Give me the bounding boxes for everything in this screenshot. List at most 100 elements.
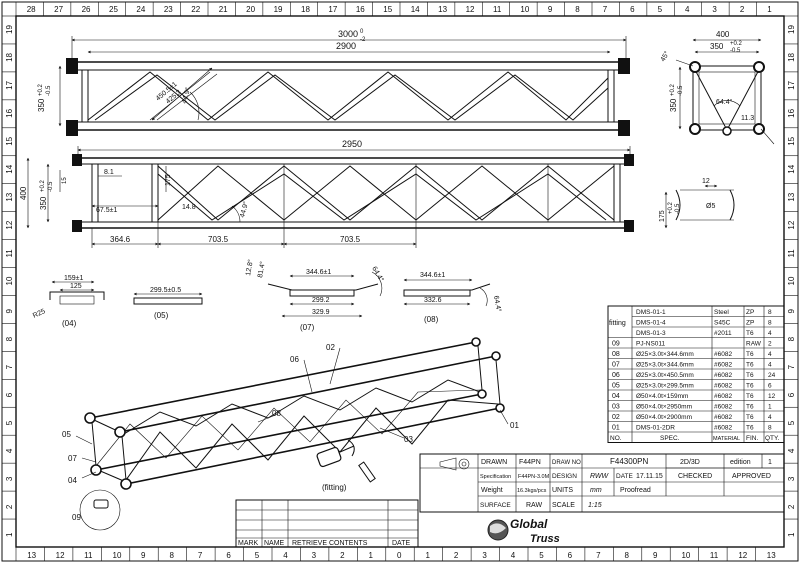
bom-qty: 8 <box>768 425 772 432</box>
front-angle: 44.9° <box>180 86 192 104</box>
p04-top: 159±1 <box>64 275 84 282</box>
section-inner-tol-lower: -0.5 <box>730 48 741 54</box>
bom-group-label: fitting <box>609 320 626 327</box>
top-height-inner: 350 <box>39 196 48 210</box>
front-height-tol-upper: +0.2 <box>38 83 44 96</box>
rev-date: DATE <box>392 540 410 547</box>
frame-top-number: 13 <box>438 5 447 14</box>
bom-spec: DMS-01-3 <box>636 330 666 337</box>
bom-material: #6082 <box>714 425 732 432</box>
bom-qty: 4 <box>768 351 772 358</box>
bom-material: Steel <box>714 309 729 316</box>
projection-symbol-icon <box>439 457 457 471</box>
frame-top-number: 24 <box>136 5 145 14</box>
tb-weight-label: Weight <box>481 487 503 494</box>
top-right-dim: 175 <box>659 210 666 222</box>
frame-right-number: 12 <box>787 220 796 229</box>
tube-length: 12 <box>702 178 710 185</box>
frame-top-number: 7 <box>603 5 608 14</box>
frame-top-number: 12 <box>466 5 475 14</box>
tb-surface-label: SURFACE <box>480 502 511 509</box>
tb-spec-value: F44PN-3.0M <box>518 474 550 480</box>
frame-bottom-number: 7 <box>198 551 203 560</box>
bom-spec: DMS-01-4 <box>636 320 666 327</box>
frame-left-number: 5 <box>5 420 14 425</box>
top-height-outer: 400 <box>19 186 28 200</box>
top-dim-8-1: 8.1 <box>104 169 114 176</box>
frame-right-number: 1 <box>787 532 796 537</box>
frame-top-number: 8 <box>575 5 580 14</box>
bom-material: S45C <box>714 320 731 327</box>
callout-05: 05 <box>62 430 71 439</box>
bom-qty: 4 <box>768 330 772 337</box>
frame-left-number: 11 <box>5 249 14 258</box>
tb-checked-label: CHECKED <box>678 473 712 480</box>
frame-right-number: 17 <box>787 80 796 89</box>
frame-bottom-number: 0 <box>397 551 402 560</box>
part-04: 159±1 125 R25 (04) <box>32 275 105 328</box>
tb-scale-label: SCALE <box>552 502 575 509</box>
p05-label: (05) <box>154 311 169 320</box>
frame-right-number: 11 <box>787 249 796 258</box>
frame-bottom-number: 13 <box>27 551 36 560</box>
top-view: 2950 400 350 +0.2 -0.5 15 8.1 175 67.5±1… <box>19 139 681 248</box>
p07-offset: 12.8° <box>244 259 255 277</box>
frame-top-number: 23 <box>164 5 173 14</box>
frame-right-number: 19 <box>787 25 796 34</box>
bom-spec: Ø50×4.0t×2900mm <box>636 414 692 421</box>
bom-fin: T6 <box>746 351 754 358</box>
bom-fin: T6 <box>746 393 754 400</box>
tube-diameter: Ø5 <box>706 203 715 210</box>
bom-spec: PJ-NS011 <box>636 341 666 348</box>
frame-left-number: 8 <box>5 336 14 341</box>
tb-drawn-value: F44PN <box>519 459 541 466</box>
bom-fin: ZP <box>746 320 754 327</box>
bom-qty: 6 <box>768 383 772 390</box>
frame-left-number: 12 <box>5 220 14 229</box>
frame-bottom-number: 6 <box>226 551 231 560</box>
frame-bottom-number: 1 <box>369 551 374 560</box>
tb-drawno-label: DRAW NO <box>552 460 581 466</box>
bom-material: #6082 <box>714 383 732 390</box>
tb-date-value: 17.11.15 <box>636 473 663 480</box>
bom-no: 05 <box>612 383 620 390</box>
callout-01: 01 <box>510 421 519 430</box>
bom-material: #6082 <box>714 372 732 379</box>
bom-fin: T6 <box>746 425 754 432</box>
tb-approved-label: APPROVED <box>732 473 771 480</box>
frame-bottom-number: 10 <box>681 551 690 560</box>
frame-left-number: 1 <box>5 532 14 537</box>
bom-material: #6082 <box>714 351 732 358</box>
tb-spec-label: Specification <box>480 474 511 480</box>
bom-qty: 1 <box>768 404 772 411</box>
frame-right-number: 7 <box>787 364 796 369</box>
bom-fin: T6 <box>746 383 754 390</box>
frame-left-number: 13 <box>5 192 14 201</box>
frame-bottom-number: 4 <box>283 551 288 560</box>
frame-left-number: 17 <box>5 80 14 89</box>
front-height-tol-lower: -0.5 <box>46 85 52 96</box>
global-truss-logo: Global Truss <box>487 517 560 545</box>
frame-top-number: 14 <box>411 5 420 14</box>
bom-fin: T6 <box>746 372 754 379</box>
frame-top-number: 22 <box>191 5 200 14</box>
frame-top-number: 20 <box>246 5 255 14</box>
bom-fin: RAW <box>746 341 762 348</box>
frame-top-number: 17 <box>328 5 337 14</box>
frame-top-number: 3 <box>712 5 717 14</box>
bom-header-material: MATERIAL <box>713 436 740 442</box>
section-height-tol-upper: +0.2 <box>670 83 676 96</box>
bom-fin: T6 <box>746 404 754 411</box>
frame-bottom-number: 13 <box>767 551 776 560</box>
frame-right-number: 6 <box>787 392 796 397</box>
frame-top-number: 27 <box>54 5 63 14</box>
top-angle: 44.9° <box>238 200 250 218</box>
